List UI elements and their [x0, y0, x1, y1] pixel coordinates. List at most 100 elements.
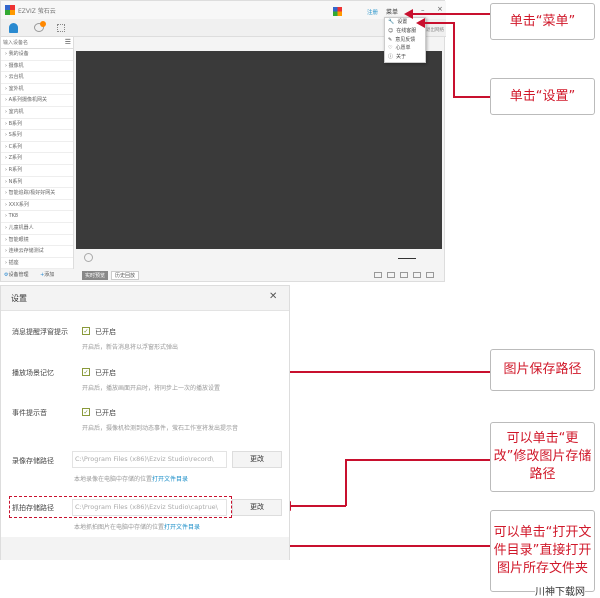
device-list-item[interactable]: › N系列 — [1, 177, 73, 189]
setting-checkbox[interactable]: ✓ — [82, 368, 90, 376]
capture-change-button[interactable]: 更改 — [232, 499, 282, 516]
device-list-item[interactable]: › TK8 — [1, 211, 73, 223]
menu-button[interactable]: 菜单 — [386, 9, 399, 16]
device-name: A系列摄像机网关 — [8, 97, 48, 104]
capture-hint-text: 本地抓拍图片在电脑中存储的位置 — [74, 524, 165, 531]
tab-live-preview[interactable]: 实时预览 — [82, 271, 109, 280]
list-menu-icon[interactable]: ☰ — [64, 38, 71, 46]
arrow-line — [345, 459, 490, 461]
device-list-item[interactable]: › C系列 — [1, 142, 73, 154]
arrow-line — [453, 96, 490, 98]
note-click-settings: 单击“设置” — [490, 78, 595, 115]
close-button[interactable]: × — [437, 5, 443, 13]
plus-icon[interactable]: + — [40, 272, 45, 278]
message-tab-icon[interactable] — [34, 23, 44, 32]
device-name: B系列 — [8, 120, 23, 127]
menu-item[interactable]: ♡心愿单 — [385, 44, 425, 53]
menu-item[interactable]: ✎意见反馈 — [385, 36, 425, 45]
device-list-item[interactable]: › 我的设备 — [1, 49, 73, 61]
setting-hint: 开启后，新告消息将以浮窗形式弹出 — [82, 344, 179, 351]
arrow-line — [424, 22, 454, 24]
top-right-link[interactable]: 退出网络 — [426, 28, 444, 33]
arrow-head-icon — [416, 18, 425, 28]
device-name: TK8 — [8, 213, 19, 220]
minimize-button[interactable]: – — [421, 6, 425, 14]
capture-path-input[interactable]: C:\Program Files (x86)\Ezviz Studio\capt… — [72, 499, 227, 516]
tab-history-playback[interactable]: 历史回放 — [111, 271, 140, 280]
device-list-item[interactable]: › 连续云存储测试 — [1, 246, 73, 258]
capture-open-dir-link[interactable]: 打开文件目录 — [164, 524, 201, 531]
device-list-item[interactable]: › 插座 — [1, 258, 73, 270]
user-avatar-icon[interactable] — [333, 7, 342, 16]
app-window: EZVIZ 萤石云 注册 菜单 – × 退出网络 ☰ › 我的设备› 摄像机› … — [0, 0, 446, 282]
device-sidebar: ☰ › 我的设备› 摄像机› 云台机› 室外机› A系列摄像机网关› 室内机› … — [1, 37, 74, 270]
device-list-item[interactable]: › B系列 — [1, 119, 73, 131]
device-list-item[interactable]: › 智能追踪/极好好网关 — [1, 188, 73, 200]
menu-item-icon: ♡ — [388, 45, 393, 52]
setting-label: 消息提醒浮窗提示 — [12, 328, 68, 336]
add-device-button[interactable]: 添加 — [44, 272, 55, 278]
device-list-item[interactable]: › 儿童机器人 — [1, 223, 73, 235]
setting-label: 事件提示音 — [12, 409, 47, 417]
capture-highlight-box — [9, 496, 232, 518]
register-link[interactable]: 注册 — [367, 10, 379, 16]
setting-checkbox[interactable]: ✓ — [82, 408, 90, 416]
note-text: 图片保存路径 — [503, 362, 582, 377]
device-name: C系列 — [8, 143, 23, 150]
record-change-button[interactable]: 更改 — [232, 451, 282, 468]
gear-icon[interactable]: ⚙ — [4, 272, 9, 278]
note-pic-path: 图片保存路径 — [490, 349, 595, 391]
device-list-item[interactable]: › 智能眼镜 — [1, 235, 73, 247]
record-hint-text: 本地录像在电脑中存储的位置 — [74, 476, 153, 483]
grid-tab-icon[interactable] — [57, 24, 65, 32]
device-list-item[interactable]: › Z系列 — [1, 153, 73, 165]
device-list-item[interactable]: › 云台机 — [1, 72, 73, 84]
arrow-line — [132, 371, 490, 373]
fullscreen-icon[interactable] — [426, 272, 434, 278]
setting-status: 已开启 — [95, 369, 116, 377]
menu-item-icon: ☺ — [388, 27, 394, 34]
volume-slider[interactable] — [398, 258, 416, 259]
arrow-line — [453, 22, 455, 97]
dialog-close-button[interactable]: ✕ — [269, 291, 278, 302]
device-name: 室外机 — [8, 85, 24, 92]
device-list-item[interactable]: › S系列 — [1, 130, 73, 142]
note-text: 单击“设置” — [509, 88, 576, 104]
menu-item-label: 在线客服 — [396, 27, 417, 34]
dialog-title: 设置 — [11, 294, 27, 303]
note-text: 可以单击“更改”修改图片存储路径 — [493, 431, 592, 482]
setting-status: 已开启 — [95, 409, 116, 417]
stop-icon[interactable] — [84, 253, 93, 262]
device-name: 智能追踪/极好好网关 — [8, 190, 56, 197]
device-list-item[interactable]: › XXX系列 — [1, 200, 73, 212]
device-list-item[interactable]: › 室内机 — [1, 107, 73, 119]
layout-4-icon[interactable] — [387, 272, 395, 278]
device-list-item[interactable]: › 摄像机 — [1, 61, 73, 73]
device-manage-button[interactable]: 设备管理 — [8, 272, 29, 278]
device-search-input[interactable] — [3, 38, 59, 48]
setting-checkbox[interactable]: ✓ — [82, 327, 90, 335]
device-list-item[interactable]: › R系列 — [1, 165, 73, 177]
record-path-input[interactable]: C:\Program Files (x86)\Ezviz Studio\reco… — [72, 451, 227, 468]
device-name: 儿童机器人 — [8, 224, 34, 231]
user-tab-icon[interactable] — [9, 23, 18, 33]
capture-path-label: 抓拍存储路径 — [12, 504, 54, 512]
note-change: 可以单击“更改”修改图片存储路径 — [490, 422, 595, 492]
app-logo-icon — [5, 5, 15, 15]
record-open-dir-link[interactable]: 打开文件目录 — [152, 476, 189, 483]
video-player[interactable] — [76, 51, 442, 249]
menu-item[interactable]: ☺在线客服 — [385, 27, 425, 36]
device-name: R系列 — [8, 166, 23, 173]
menu-item-label: 关于 — [396, 54, 407, 61]
device-list-item[interactable]: › A系列摄像机网关 — [1, 95, 73, 107]
device-name: 我的设备 — [8, 51, 29, 57]
layout-16-icon[interactable] — [413, 272, 421, 278]
layout-1-icon[interactable] — [374, 272, 382, 278]
menu-item[interactable]: 🔧设置 — [385, 18, 425, 27]
arrow-head-icon — [404, 9, 413, 19]
notification-badge — [40, 21, 46, 27]
menu-item-label: 心愿单 — [395, 45, 411, 52]
layout-9-icon[interactable] — [400, 272, 408, 278]
device-list-item[interactable]: › 室外机 — [1, 84, 73, 96]
